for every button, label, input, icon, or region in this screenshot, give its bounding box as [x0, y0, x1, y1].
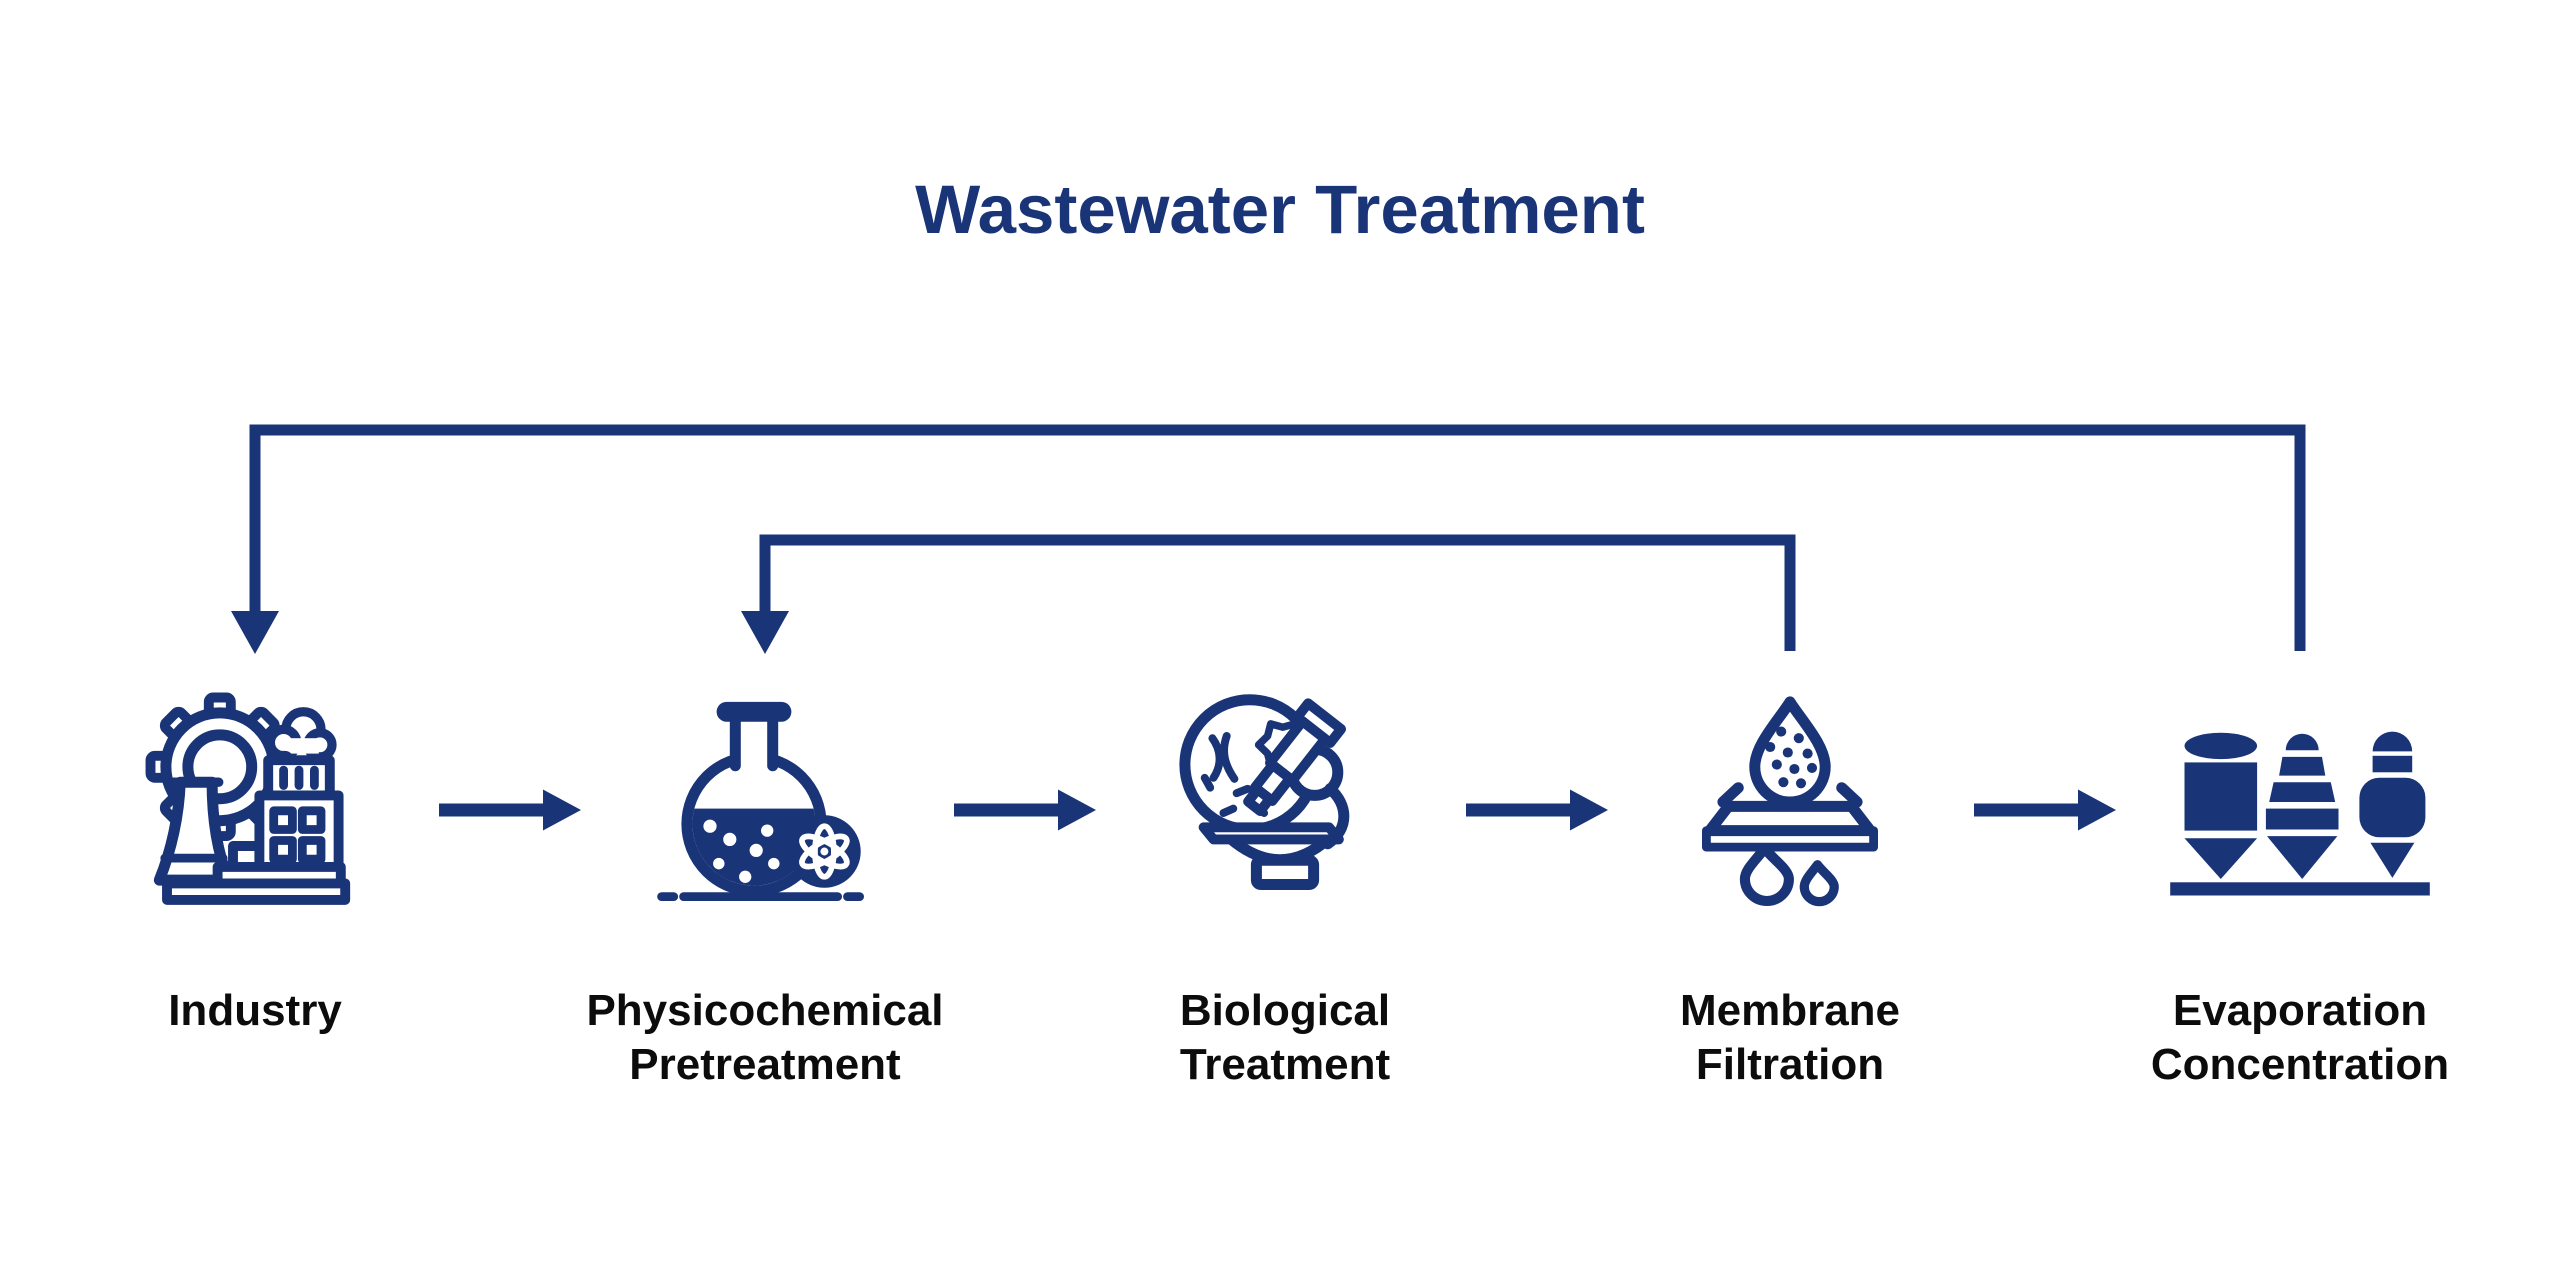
flask-atom-icon [655, 692, 875, 917]
stage-label-physicochemical-pretreatment: Physicochemical Pretreatment [586, 986, 944, 1089]
feedback-arrow-membrane-to-pretreatment [741, 534, 1796, 654]
factory-industry-icon [145, 692, 365, 917]
feedback-arrow-evaporation-to-industry [231, 424, 2306, 654]
forward-arrow-membrane-to-evaporation [1974, 789, 2116, 831]
diagram-title: Wastewater Treatment [915, 171, 1645, 248]
forward-arrow-biological-to-membrane [1466, 789, 1608, 831]
forward-arrow-industry-to-pretreatment [439, 789, 581, 831]
stage-label-evaporation-concentration: Evaporation Concentration [2150, 986, 2450, 1089]
evaporator-tanks-icon [2168, 692, 2432, 917]
stage-label-industry: Industry [168, 986, 342, 1035]
microscope-icon [1175, 692, 1395, 917]
water-drop-filter-icon [1680, 692, 1900, 917]
forward-arrow-pretreatment-to-biological [954, 789, 1096, 831]
stage-label-membrane-filtration: Membrane Filtration [1679, 986, 1901, 1089]
stage-label-biological-treatment: Biological Treatment [1179, 986, 1391, 1089]
